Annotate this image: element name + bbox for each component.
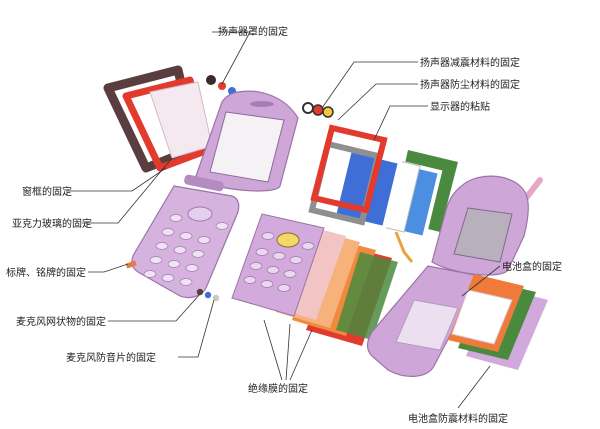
label-mic-mesh: 麦克风网状物的固定	[16, 315, 106, 328]
display-layer-red	[310, 124, 388, 214]
label-acrylic-glass: 亚克力玻璃的固定	[12, 217, 92, 230]
antenna	[523, 177, 543, 201]
right-phone-inner-plate	[395, 299, 459, 351]
speaker-damping-ring-3	[322, 106, 334, 118]
right-phone-screen	[453, 207, 513, 263]
leader-lines	[68, 31, 501, 409]
display-stack	[308, 124, 458, 263]
speaker-damping-ring-1	[302, 102, 314, 114]
speaker-parts	[206, 75, 334, 118]
battery-layer-white	[451, 289, 513, 345]
left-phone-nav-key	[187, 206, 213, 222]
keypad-film-stack	[231, 213, 398, 346]
keypad-rubber-keys	[243, 232, 315, 292]
left-phone-hinge	[184, 174, 224, 192]
nameplate-part	[125, 260, 137, 269]
acrylic-glass-panel	[149, 81, 213, 159]
label-speaker-damping: 扬声器减震材料的固定	[420, 56, 520, 69]
leader-insulation-3	[289, 329, 313, 381]
left-phone-lower	[131, 185, 240, 299]
leader-speaker-dust	[337, 83, 418, 121]
window-frame-stack	[103, 65, 213, 173]
mic-sound-sheet-dot-1	[204, 291, 212, 299]
leader-battery-shockproof	[457, 365, 491, 409]
speaker-cover-dot-dark	[206, 75, 216, 85]
mic-parts	[196, 288, 220, 302]
label-display-adhesion: 显示器的粘贴	[430, 100, 490, 113]
leader-mic-mesh	[108, 293, 201, 322]
label-window-frame: 窗框的固定	[22, 185, 72, 198]
leader-mic-sound-sheet	[178, 299, 215, 358]
label-speaker-cover: 扬声器罩的固定	[218, 25, 288, 38]
label-mic-sound-sheet: 麦克风防音片的固定	[66, 351, 156, 364]
leader-speaker-cover	[212, 31, 251, 85]
leader-nameplate	[88, 263, 129, 273]
leader-battery-box	[461, 265, 501, 297]
right-phone	[366, 175, 543, 377]
leader-acrylic-glass	[82, 157, 173, 224]
left-phone-screen	[209, 111, 285, 183]
label-insulation-film: 绝缘膜的固定	[248, 382, 308, 395]
speaker-damping-ring-2	[312, 104, 324, 116]
keypad-rubber	[231, 213, 325, 317]
film-layer-green	[336, 252, 398, 340]
leader-display-adhesion	[373, 105, 428, 141]
display-flex-cable	[394, 231, 414, 263]
leader-window-frame	[68, 167, 167, 192]
label-nameplate: 标牌、铭牌的固定	[6, 266, 86, 279]
speaker-cover-dot-red	[218, 82, 226, 90]
label-battery-shockproof: 电池盒防震材料的固定	[408, 412, 508, 425]
left-phone-upper	[195, 90, 299, 192]
labels: 扬声器罩的固定 扬声器减震材料的固定 扬声器防尘材料的固定 显示器的粘贴 窗框的…	[6, 25, 562, 425]
battery-parts	[448, 274, 548, 370]
leader-insulation-1	[263, 319, 283, 381]
left-phone-keypad	[143, 214, 229, 286]
label-speaker-dust: 扬声器防尘材料的固定	[420, 78, 520, 91]
label-battery-box: 电池盒的固定	[502, 260, 562, 273]
leader-insulation-2	[285, 323, 291, 381]
mic-mesh-dot	[196, 288, 204, 296]
mic-sound-sheet-dot-2	[212, 294, 220, 302]
left-phone-earpiece	[250, 101, 274, 107]
keypad-nav-ring	[276, 232, 300, 248]
leader-speaker-damping	[321, 61, 418, 109]
